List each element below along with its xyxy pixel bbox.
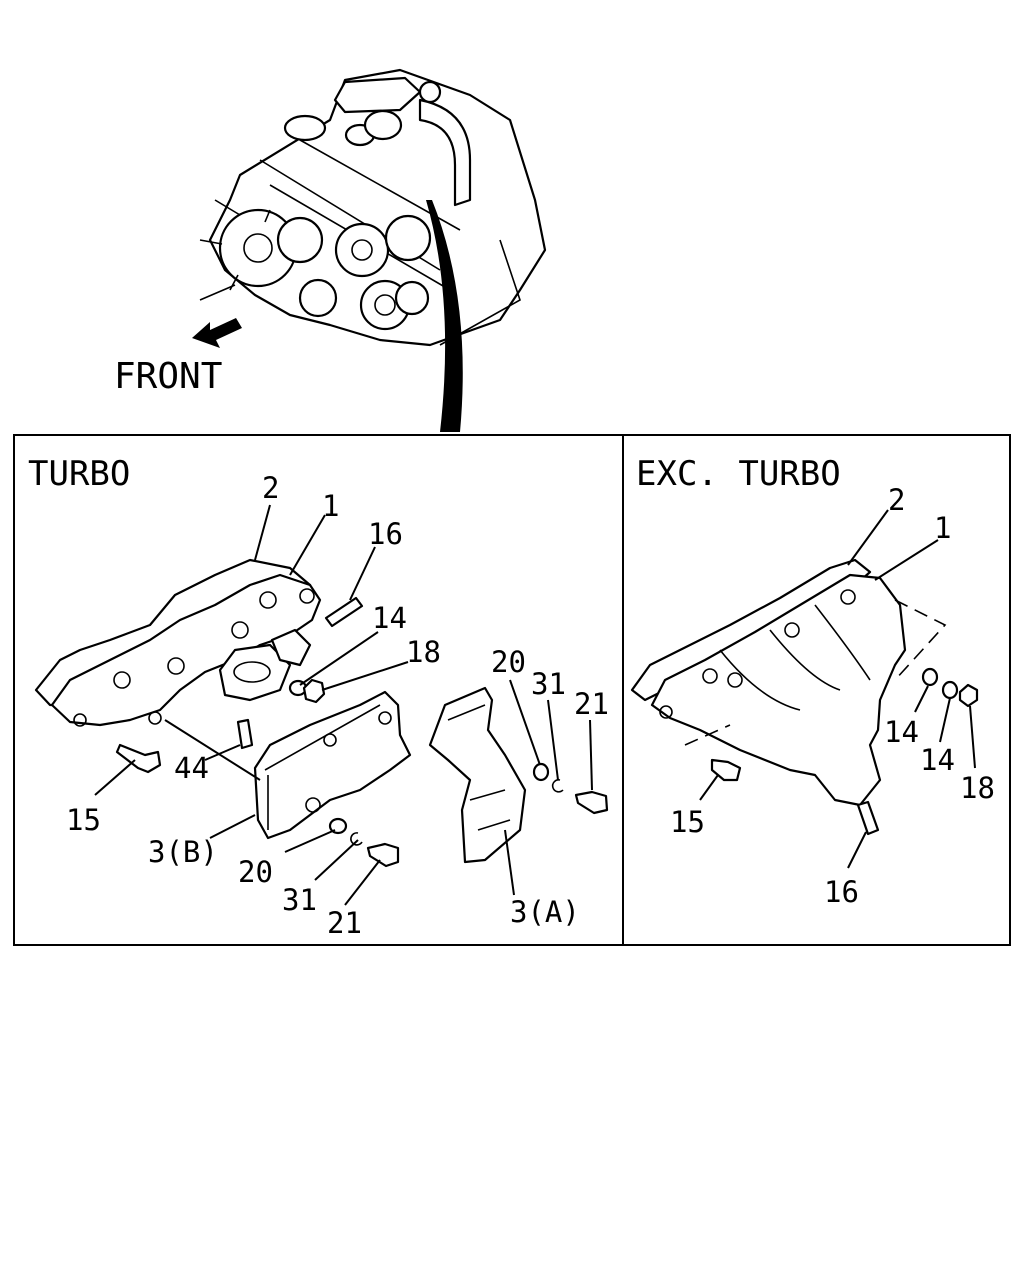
turbo-callout-1: 1 bbox=[322, 489, 339, 523]
turbo-callout-3b: 3(B) bbox=[148, 835, 218, 869]
turbo-stud-16-part bbox=[324, 596, 364, 628]
front-arrow-icon bbox=[192, 318, 242, 348]
exc-turbo-nut-18-part bbox=[958, 683, 979, 708]
turbo-clip-31-lower-part bbox=[350, 832, 363, 846]
exc-turbo-callout-15: 15 bbox=[670, 805, 705, 839]
exc-turbo-callout-14b: 14 bbox=[920, 743, 955, 777]
turbo-callout-20-upper: 20 bbox=[491, 645, 526, 679]
turbo-stud-44-part bbox=[236, 718, 254, 750]
exc-turbo-manifold-part bbox=[650, 573, 907, 807]
exc-turbo-callout-18: 18 bbox=[960, 771, 995, 805]
turbo-callout-14: 14 bbox=[372, 601, 407, 635]
exc-turbo-callout-2: 2 bbox=[888, 483, 905, 517]
exc-turbo-panel-content: EXC. TURBO 2 1 14 14 18 bbox=[630, 454, 995, 909]
turbo-panel-title: TURBO bbox=[28, 454, 130, 494]
turbo-heat-shield-3a-part bbox=[428, 686, 527, 864]
turbo-panel-content: TURBO bbox=[28, 454, 609, 940]
turbo-callout-15: 15 bbox=[66, 803, 101, 837]
turbo-callout-44: 44 bbox=[174, 751, 209, 785]
exc-turbo-stud-16-part bbox=[856, 800, 880, 836]
turbo-callout-21-upper: 21 bbox=[574, 687, 609, 721]
exc-turbo-bolt-15-part bbox=[710, 758, 742, 782]
turbo-clip-31-upper-part bbox=[551, 779, 564, 793]
turbo-heat-shield-3b-part bbox=[253, 690, 412, 840]
exc-turbo-panel bbox=[622, 434, 1011, 946]
exc-turbo-callout-14a: 14 bbox=[884, 715, 919, 749]
turbo-callout-31-lower: 31 bbox=[282, 883, 317, 917]
exc-turbo-callout-1: 1 bbox=[934, 511, 951, 545]
turbo-callout-20-lower: 20 bbox=[238, 855, 273, 889]
exc-turbo-washer-14a-part bbox=[921, 667, 939, 687]
turbo-callout-18: 18 bbox=[406, 635, 441, 669]
turbo-bolt-15-part bbox=[115, 743, 162, 774]
front-label: FRONT bbox=[114, 356, 222, 397]
turbo-callout-3a: 3(A) bbox=[510, 895, 580, 929]
turbo-callout-2: 2 bbox=[262, 471, 279, 505]
turbo-callout-21-lower: 21 bbox=[327, 906, 362, 940]
exc-turbo-callout-16: 16 bbox=[824, 875, 859, 909]
turbo-callout-16: 16 bbox=[368, 517, 403, 551]
turbo-bolt-21-lower-part bbox=[366, 842, 400, 868]
turbo-callout-31-upper: 31 bbox=[531, 667, 566, 701]
exc-turbo-panel-title: EXC. TURBO bbox=[636, 454, 841, 494]
engine-overview-illustration: FRONT bbox=[114, 68, 547, 432]
turbo-nut-18-part bbox=[302, 678, 326, 704]
turbo-bolt-21-upper-part bbox=[574, 790, 609, 815]
exc-turbo-washer-14b-part bbox=[941, 680, 959, 700]
turbo-washer-20-upper-part bbox=[532, 762, 550, 782]
